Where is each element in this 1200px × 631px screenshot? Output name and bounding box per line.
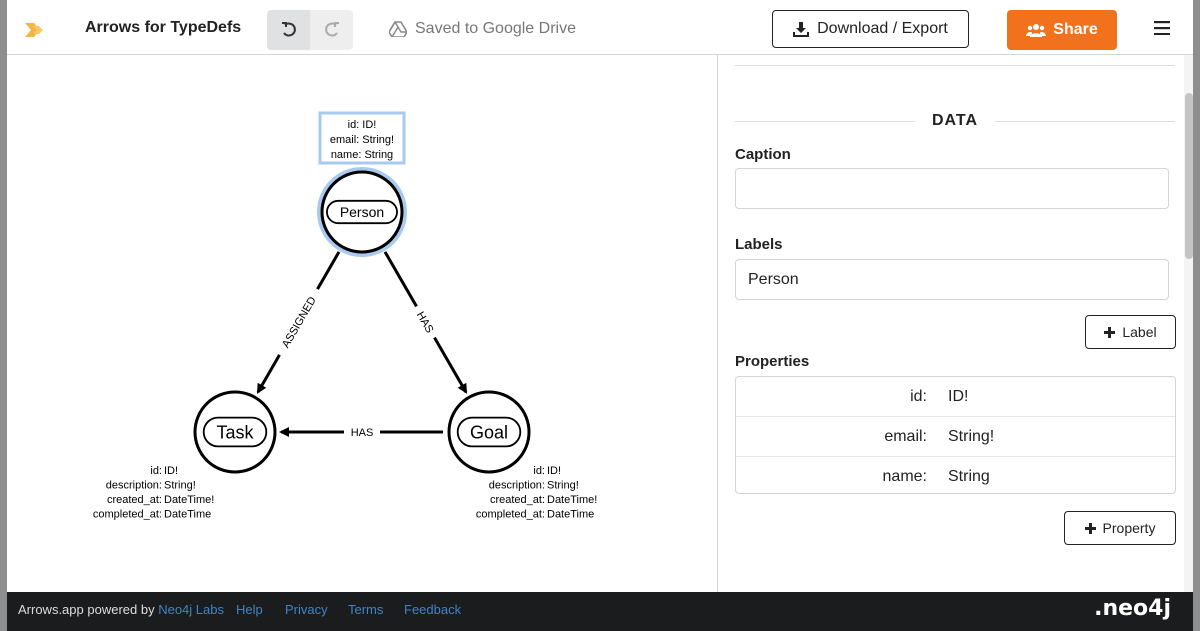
google-drive-icon — [389, 21, 407, 37]
relationship-type-label: HAS — [414, 310, 436, 336]
terms-link[interactable]: Terms — [348, 602, 384, 617]
app-window: Arrows for TypeDefs Saved to Google D — [7, 0, 1193, 631]
privacy-link[interactable]: Privacy — [285, 602, 328, 617]
node-task[interactable]: Task id: ID!description: String!created_a… — [93, 390, 277, 521]
node-property-key: id: — [150, 465, 162, 477]
save-status-text: Saved to Google Drive — [415, 20, 576, 37]
property-key: email: — [884, 428, 927, 445]
node-property-key: id: — [533, 465, 545, 477]
node-property-value: String! — [547, 480, 579, 492]
download-export-button[interactable]: Download / Export — [772, 10, 969, 48]
neo4j-logo: .neo4j — [1094, 596, 1171, 621]
node-caption: Goal — [470, 422, 508, 442]
relationship-type-label: ASSIGNED — [280, 295, 319, 350]
labels-label: Labels — [735, 236, 783, 253]
node-caption: Person — [340, 204, 384, 220]
relationship-has[interactable]: HAS — [383, 251, 468, 394]
redo-icon — [324, 22, 339, 37]
node-property-value: DateTime — [547, 509, 594, 521]
node-property-value: ID! — [164, 465, 178, 477]
plus-icon — [1104, 326, 1116, 338]
node-property-key: completed_at: — [476, 509, 545, 521]
graph-diagram[interactable]: ASSIGNED HAS HAS Person id: ID! email: String… — [7, 55, 717, 592]
neo4j-labs-link[interactable]: Neo4j Labs — [158, 602, 224, 617]
node-label-pill — [202, 416, 268, 448]
node-goal[interactable]: Goal id: ID!description: String!created_a… — [447, 390, 597, 521]
redo-button[interactable] — [310, 10, 353, 50]
download-icon — [793, 22, 810, 37]
inspector-scrollbar[interactable] — [1184, 55, 1193, 592]
download-export-label: Download / Export — [817, 20, 948, 37]
diagram-title[interactable]: Arrows for TypeDefs — [85, 19, 242, 36]
add-label-button[interactable]: Label — [1085, 315, 1176, 349]
save-status: Saved to Google Drive — [389, 20, 576, 38]
undo-redo-group — [267, 10, 353, 50]
node-person[interactable]: Person id: ID! email: String! name: String — [317, 111, 407, 257]
caption-label: Caption — [735, 146, 791, 163]
node-property-text: name: String — [331, 149, 393, 161]
label-value: Person — [748, 270, 799, 288]
share-button[interactable]: Share — [1007, 10, 1117, 50]
hamburger-menu-icon[interactable] — [1154, 21, 1170, 35]
share-label: Share — [1053, 21, 1098, 38]
node-property-value: String! — [164, 480, 196, 492]
top-toolbar: Arrows for TypeDefs Saved to Google D — [7, 0, 1193, 55]
users-icon — [1026, 24, 1047, 37]
footer-bar: Arrows.app powered by Neo4j Labs Help Pr… — [7, 592, 1193, 631]
plus-icon — [1084, 522, 1096, 534]
node-property-text: id: ID! — [348, 119, 377, 131]
graph-canvas[interactable]: ASSIGNED HAS HAS Person id: ID! email: String… — [7, 55, 717, 592]
property-row[interactable]: email: String! — [736, 417, 1175, 457]
relationship-has[interactable]: HAS — [279, 427, 443, 439]
property-value[interactable]: String! — [948, 428, 995, 445]
property-row[interactable]: id: ID! — [736, 377, 1175, 417]
arrows-logo-icon — [25, 23, 43, 37]
section-title: DATA — [931, 112, 979, 129]
node-property-key: created_at: — [490, 494, 545, 506]
feedback-link[interactable]: Feedback — [404, 602, 462, 617]
inspector-panel: DATA Caption Labels Person Label Propert… — [717, 55, 1193, 592]
node-property-value: DateTime! — [547, 494, 597, 506]
selected-properties-box — [318, 111, 406, 165]
undo-icon — [281, 22, 296, 37]
relationship-type-label: HAS — [351, 427, 374, 439]
node-label-pill — [456, 416, 522, 448]
property-key: name: — [882, 468, 927, 485]
help-link[interactable]: Help — [236, 602, 263, 617]
relationship-assigned[interactable]: ASSIGNED — [256, 251, 341, 394]
properties-label: Properties — [735, 353, 810, 370]
data-section-header: DATA — [735, 112, 1175, 132]
panel-divider — [735, 65, 1175, 66]
property-value[interactable]: ID! — [948, 388, 969, 405]
properties-table: id: ID! email: String! name: String — [735, 376, 1176, 494]
node-property-value: DateTime — [164, 509, 211, 521]
node-caption: Task — [216, 422, 254, 442]
property-key: id: — [910, 388, 927, 405]
labels-input[interactable]: Person — [735, 259, 1169, 300]
add-property-button[interactable]: Property — [1064, 511, 1176, 545]
node-property-key: description: — [106, 480, 162, 492]
node-property-text: email: String! — [330, 134, 394, 146]
node-property-value: DateTime! — [164, 494, 214, 506]
footer-powered-by: Arrows.app powered by Neo4j Labs — [18, 602, 224, 617]
node-property-key: created_at: — [107, 494, 162, 506]
scrollbar-thumb[interactable] — [1185, 93, 1193, 259]
undo-button[interactable] — [267, 10, 310, 50]
property-row[interactable]: name: String — [736, 457, 1175, 496]
node-property-key: completed_at: — [93, 509, 162, 521]
node-property-value: ID! — [547, 465, 561, 477]
node-property-key: description: — [489, 480, 545, 492]
add-property-text: Property — [1102, 520, 1156, 536]
property-value[interactable]: String — [948, 468, 990, 485]
add-label-text: Label — [1122, 324, 1157, 340]
caption-input[interactable] — [735, 168, 1169, 209]
node-label-pill — [326, 199, 398, 225]
